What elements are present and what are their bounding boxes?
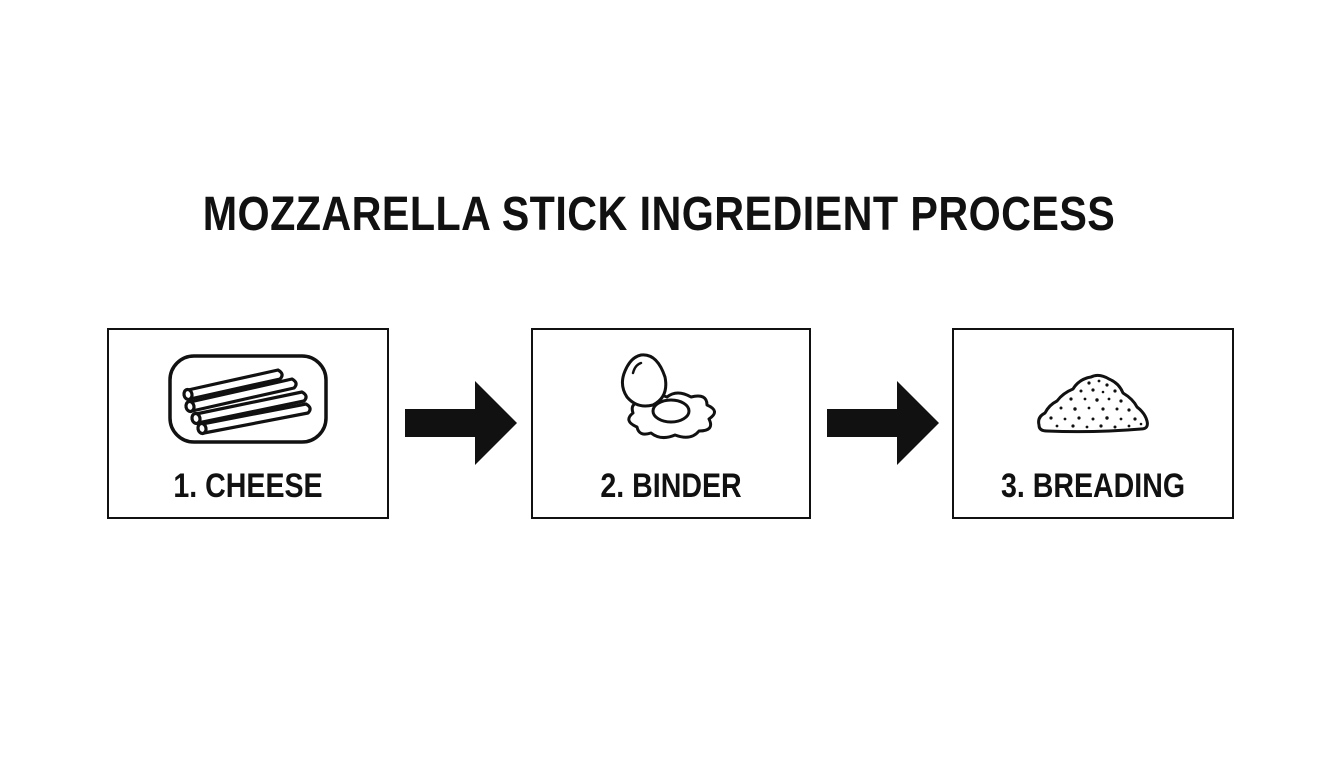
step-box-breading: 3. BREADING (952, 328, 1234, 519)
cheese-sticks-icon (109, 344, 387, 454)
step-label-breading: 3. BREADING (1000, 467, 1186, 505)
step-label-binder: 2. BINDER (600, 467, 742, 505)
breadcrumbs-pile-icon (954, 344, 1232, 454)
step-label-cheese: 1. CHEESE (173, 467, 323, 505)
step-box-binder: 2. BINDER (531, 328, 811, 519)
step-box-cheese: 1. CHEESE (107, 328, 389, 519)
right-arrow-icon (405, 381, 517, 465)
right-arrow-icon (827, 381, 939, 465)
diagram-title: MOZZARELLA STICK INGREDIENT PROCESS (202, 188, 1116, 241)
egg-icon (533, 344, 809, 454)
